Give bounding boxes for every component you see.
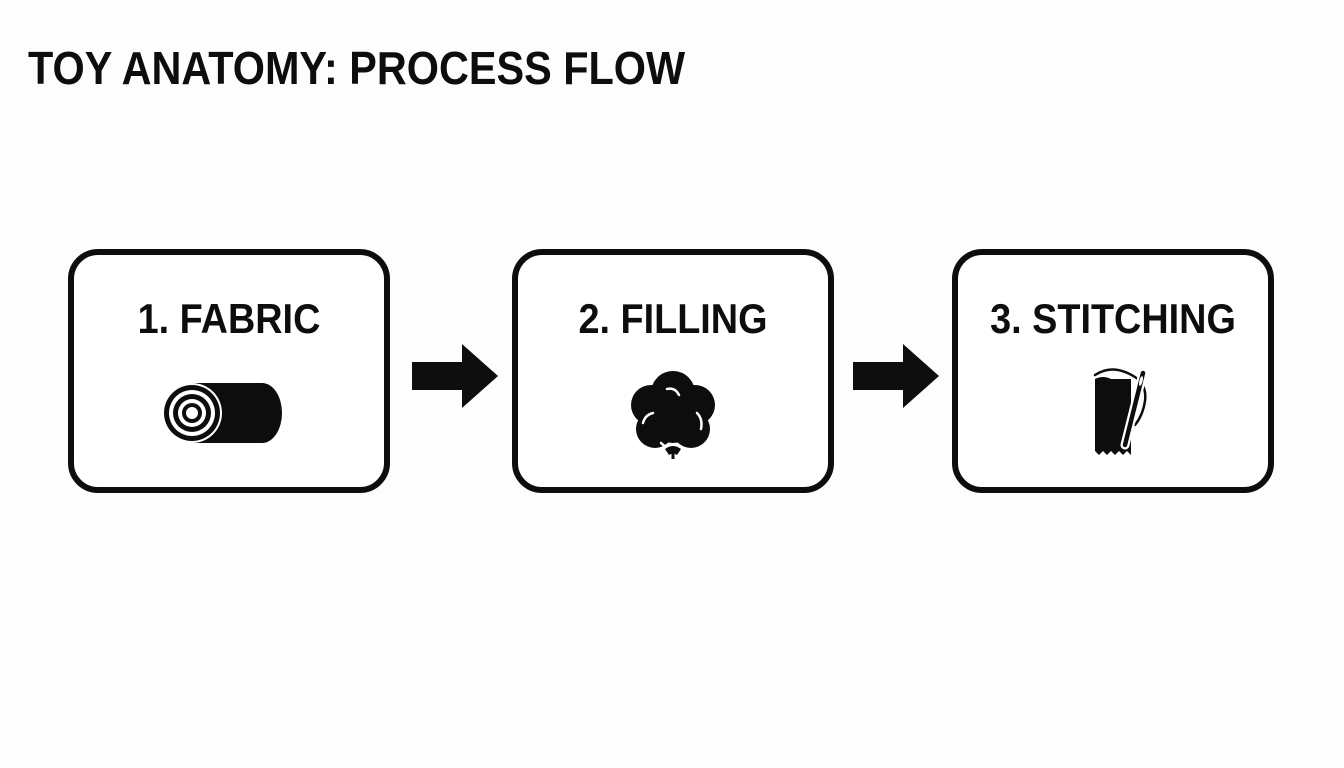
step-fabric: 1. FABRIC	[68, 249, 390, 493]
right-arrow-icon	[412, 344, 498, 408]
step-label-fabric: 1. FABRIC	[137, 295, 321, 342]
needle-and-thread-icon	[1043, 363, 1183, 463]
step-stitching: 3. STITCHING	[952, 249, 1274, 493]
fabric-roll-icon	[159, 363, 299, 463]
diagram-title: TOY ANATOMY: PROCESS FLOW	[28, 42, 686, 94]
step-filling: 2. FILLING	[512, 249, 834, 493]
right-arrow-icon	[853, 344, 939, 408]
cotton-boll-icon	[603, 363, 743, 463]
step-label-filling: 2. FILLING	[578, 295, 768, 342]
step-label-stitching: 3. STITCHING	[990, 295, 1236, 342]
